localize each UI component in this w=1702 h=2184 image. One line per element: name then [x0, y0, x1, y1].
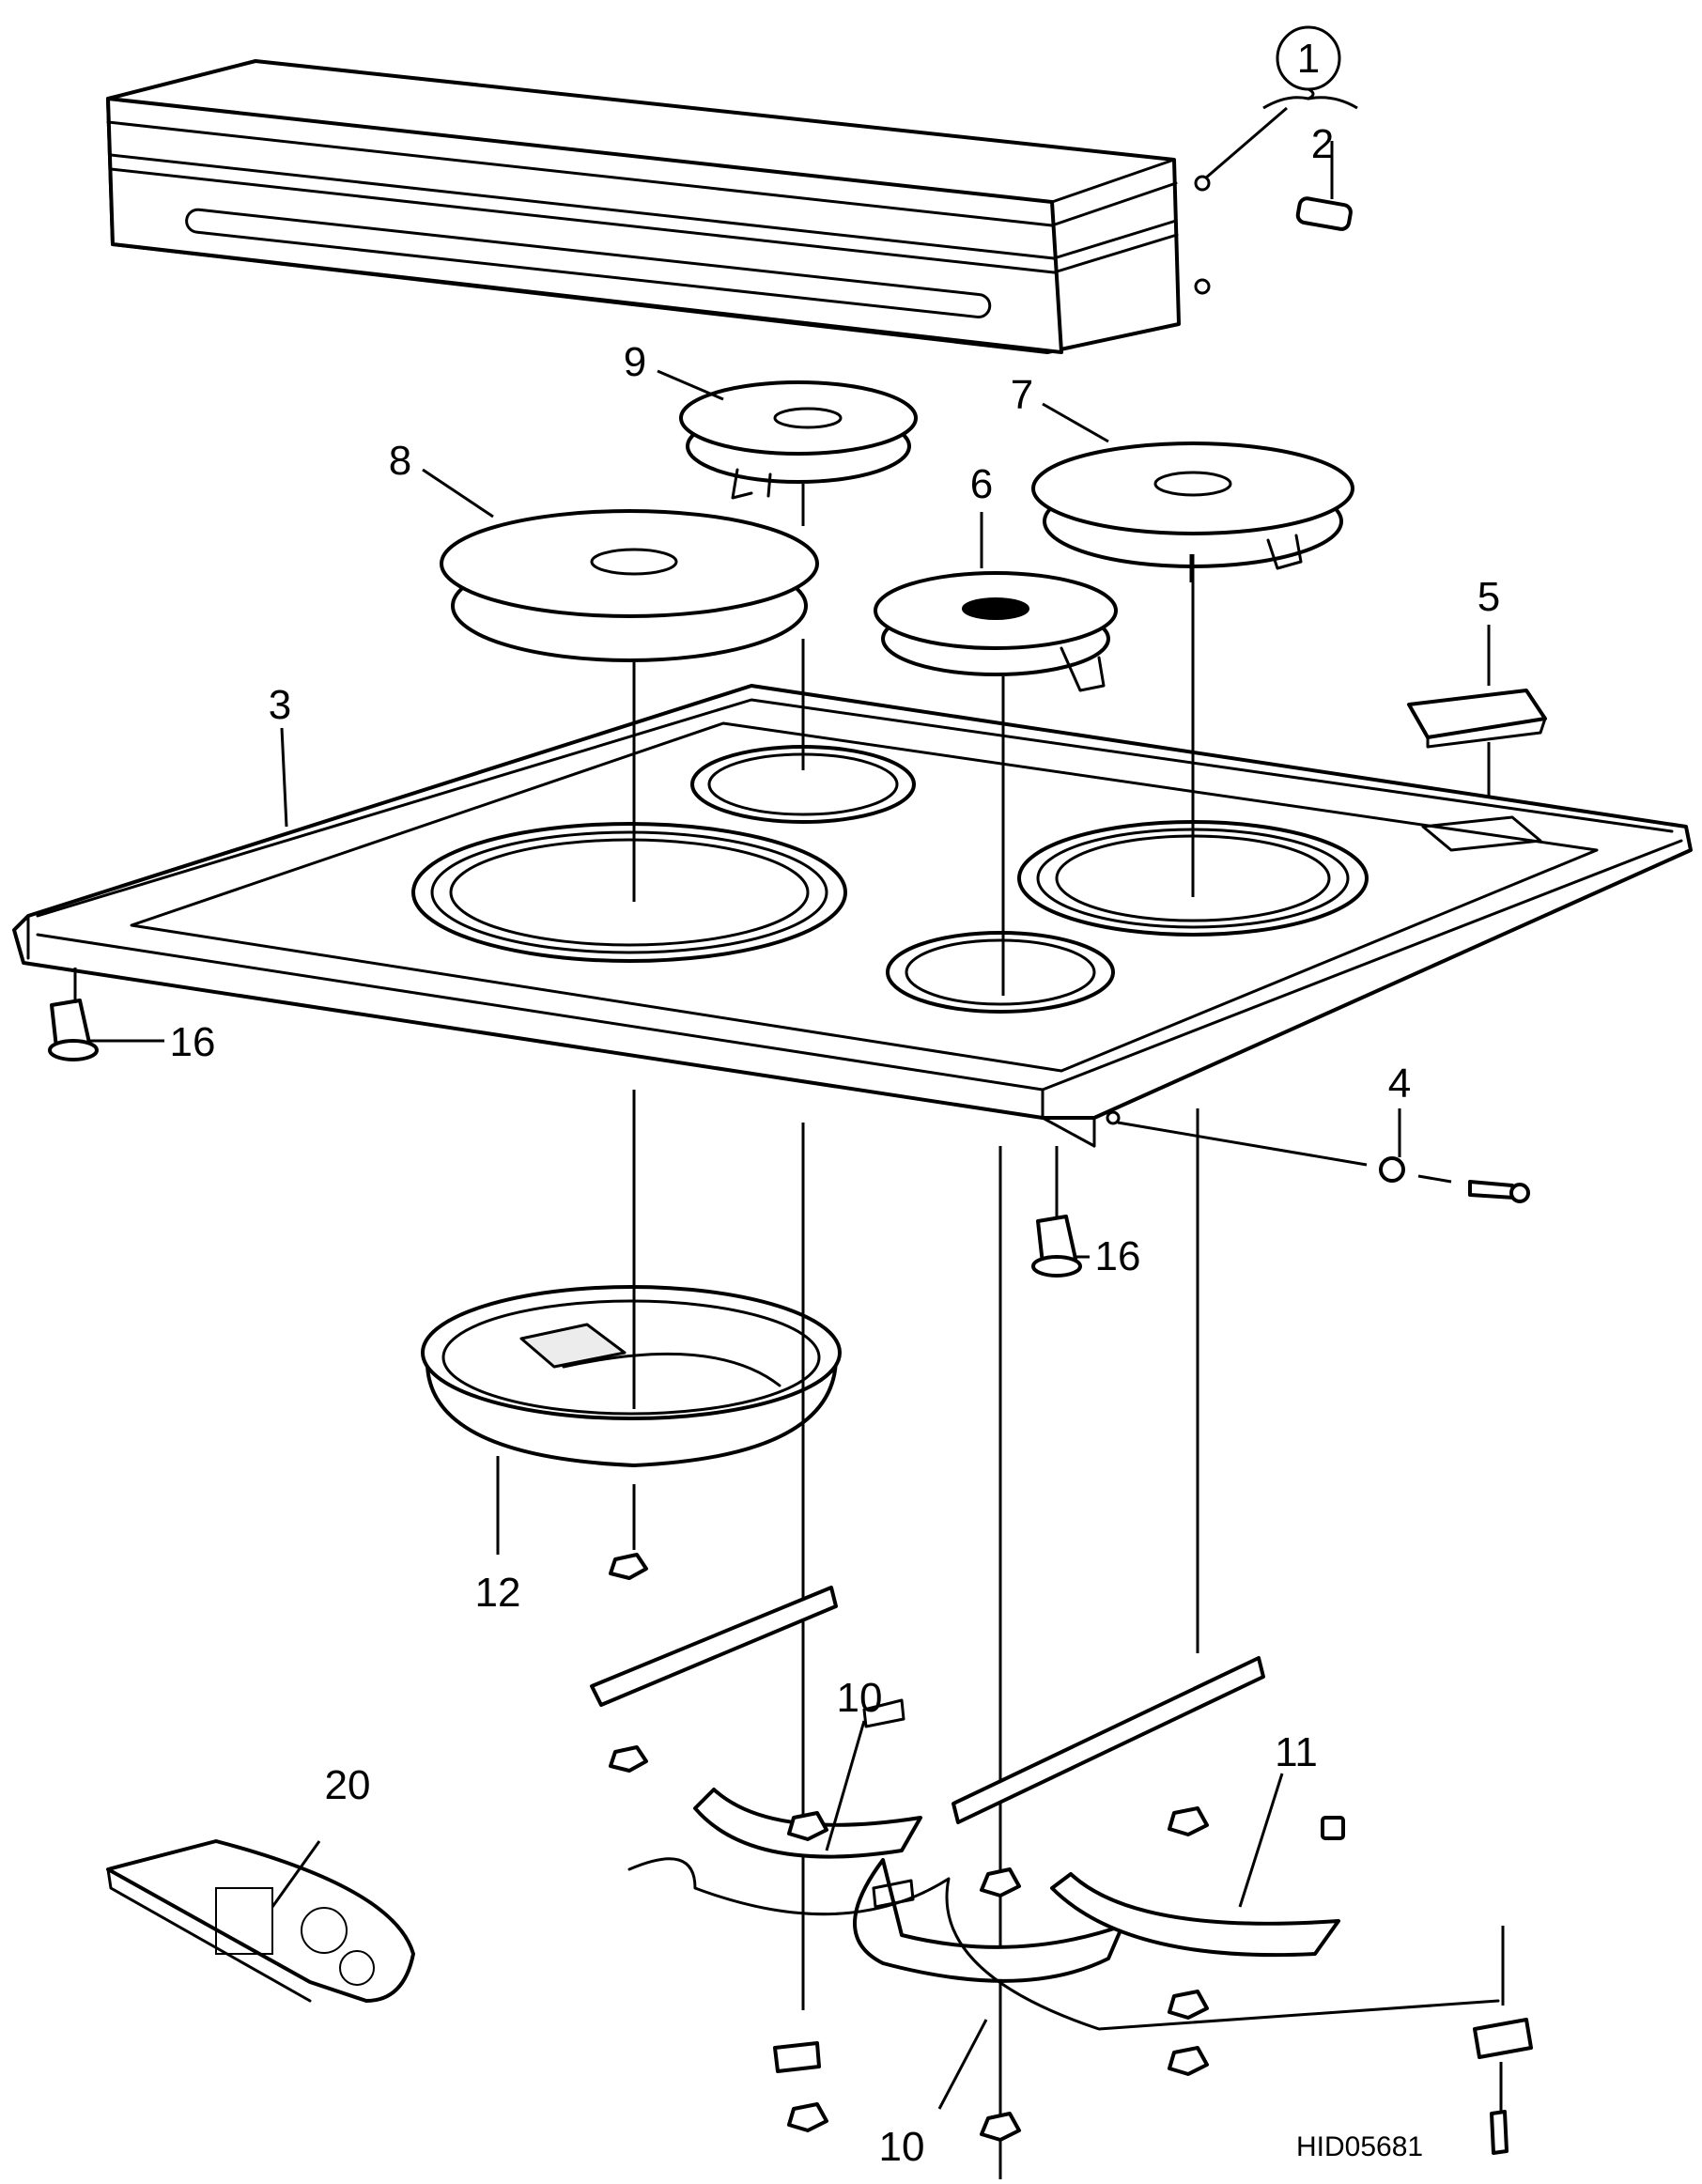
part-5-switch: 5 — [1407, 574, 1547, 817]
callout-9-label: 9 — [624, 339, 646, 385]
hotplate-8: 8 — [389, 438, 819, 662]
guide-lines — [801, 1108, 1199, 2179]
callout-5-label: 5 — [1478, 574, 1500, 620]
callout-6-label: 6 — [970, 461, 993, 507]
hotplate-9: 9 — [624, 339, 918, 526]
feet-16: 16 16 — [48, 968, 1141, 1279]
callout-16a-label: 16 — [170, 1019, 216, 1065]
callout-11-label: 11 — [1275, 1729, 1318, 1775]
callout-1-label: 1 — [1297, 36, 1320, 82]
callout-10a-label: 10 — [837, 1675, 883, 1721]
callout-20-label: 20 — [325, 1762, 371, 1808]
callout-8-label: 8 — [389, 438, 411, 484]
part-10-clamps: 10 10 — [693, 1675, 1124, 2170]
callout-10b-label: 10 — [879, 2124, 925, 2170]
callout-2-label: 2 — [1311, 121, 1334, 167]
callout-16b-label: 16 — [1095, 1233, 1141, 1279]
callout-1: 1 — [1204, 25, 1358, 180]
part-2-pin: 2 — [1295, 121, 1353, 231]
rear-trim-panel — [106, 59, 1211, 354]
hob-top-panel: 3 — [12, 554, 1693, 1148]
callout-7-label: 7 — [1011, 372, 1033, 418]
callout-4-label: 4 — [1388, 1061, 1411, 1107]
part-12-drip-tray: 12 — [421, 1090, 842, 1616]
callout-3-label: 3 — [269, 682, 291, 728]
hotplate-7: 7 — [1011, 372, 1354, 582]
hotplate-6: 6 — [874, 461, 1118, 692]
callout-12-label: 12 — [475, 1570, 521, 1616]
part-4-fixing: 4 — [1117, 1061, 1530, 1203]
drawing-code: HID05681 — [1296, 2131, 1423, 2162]
part-20-instruction-card: 20 — [106, 1762, 415, 2003]
part-11-clamp: 11 — [627, 1729, 1533, 2155]
support-bars — [590, 1553, 1265, 1824]
